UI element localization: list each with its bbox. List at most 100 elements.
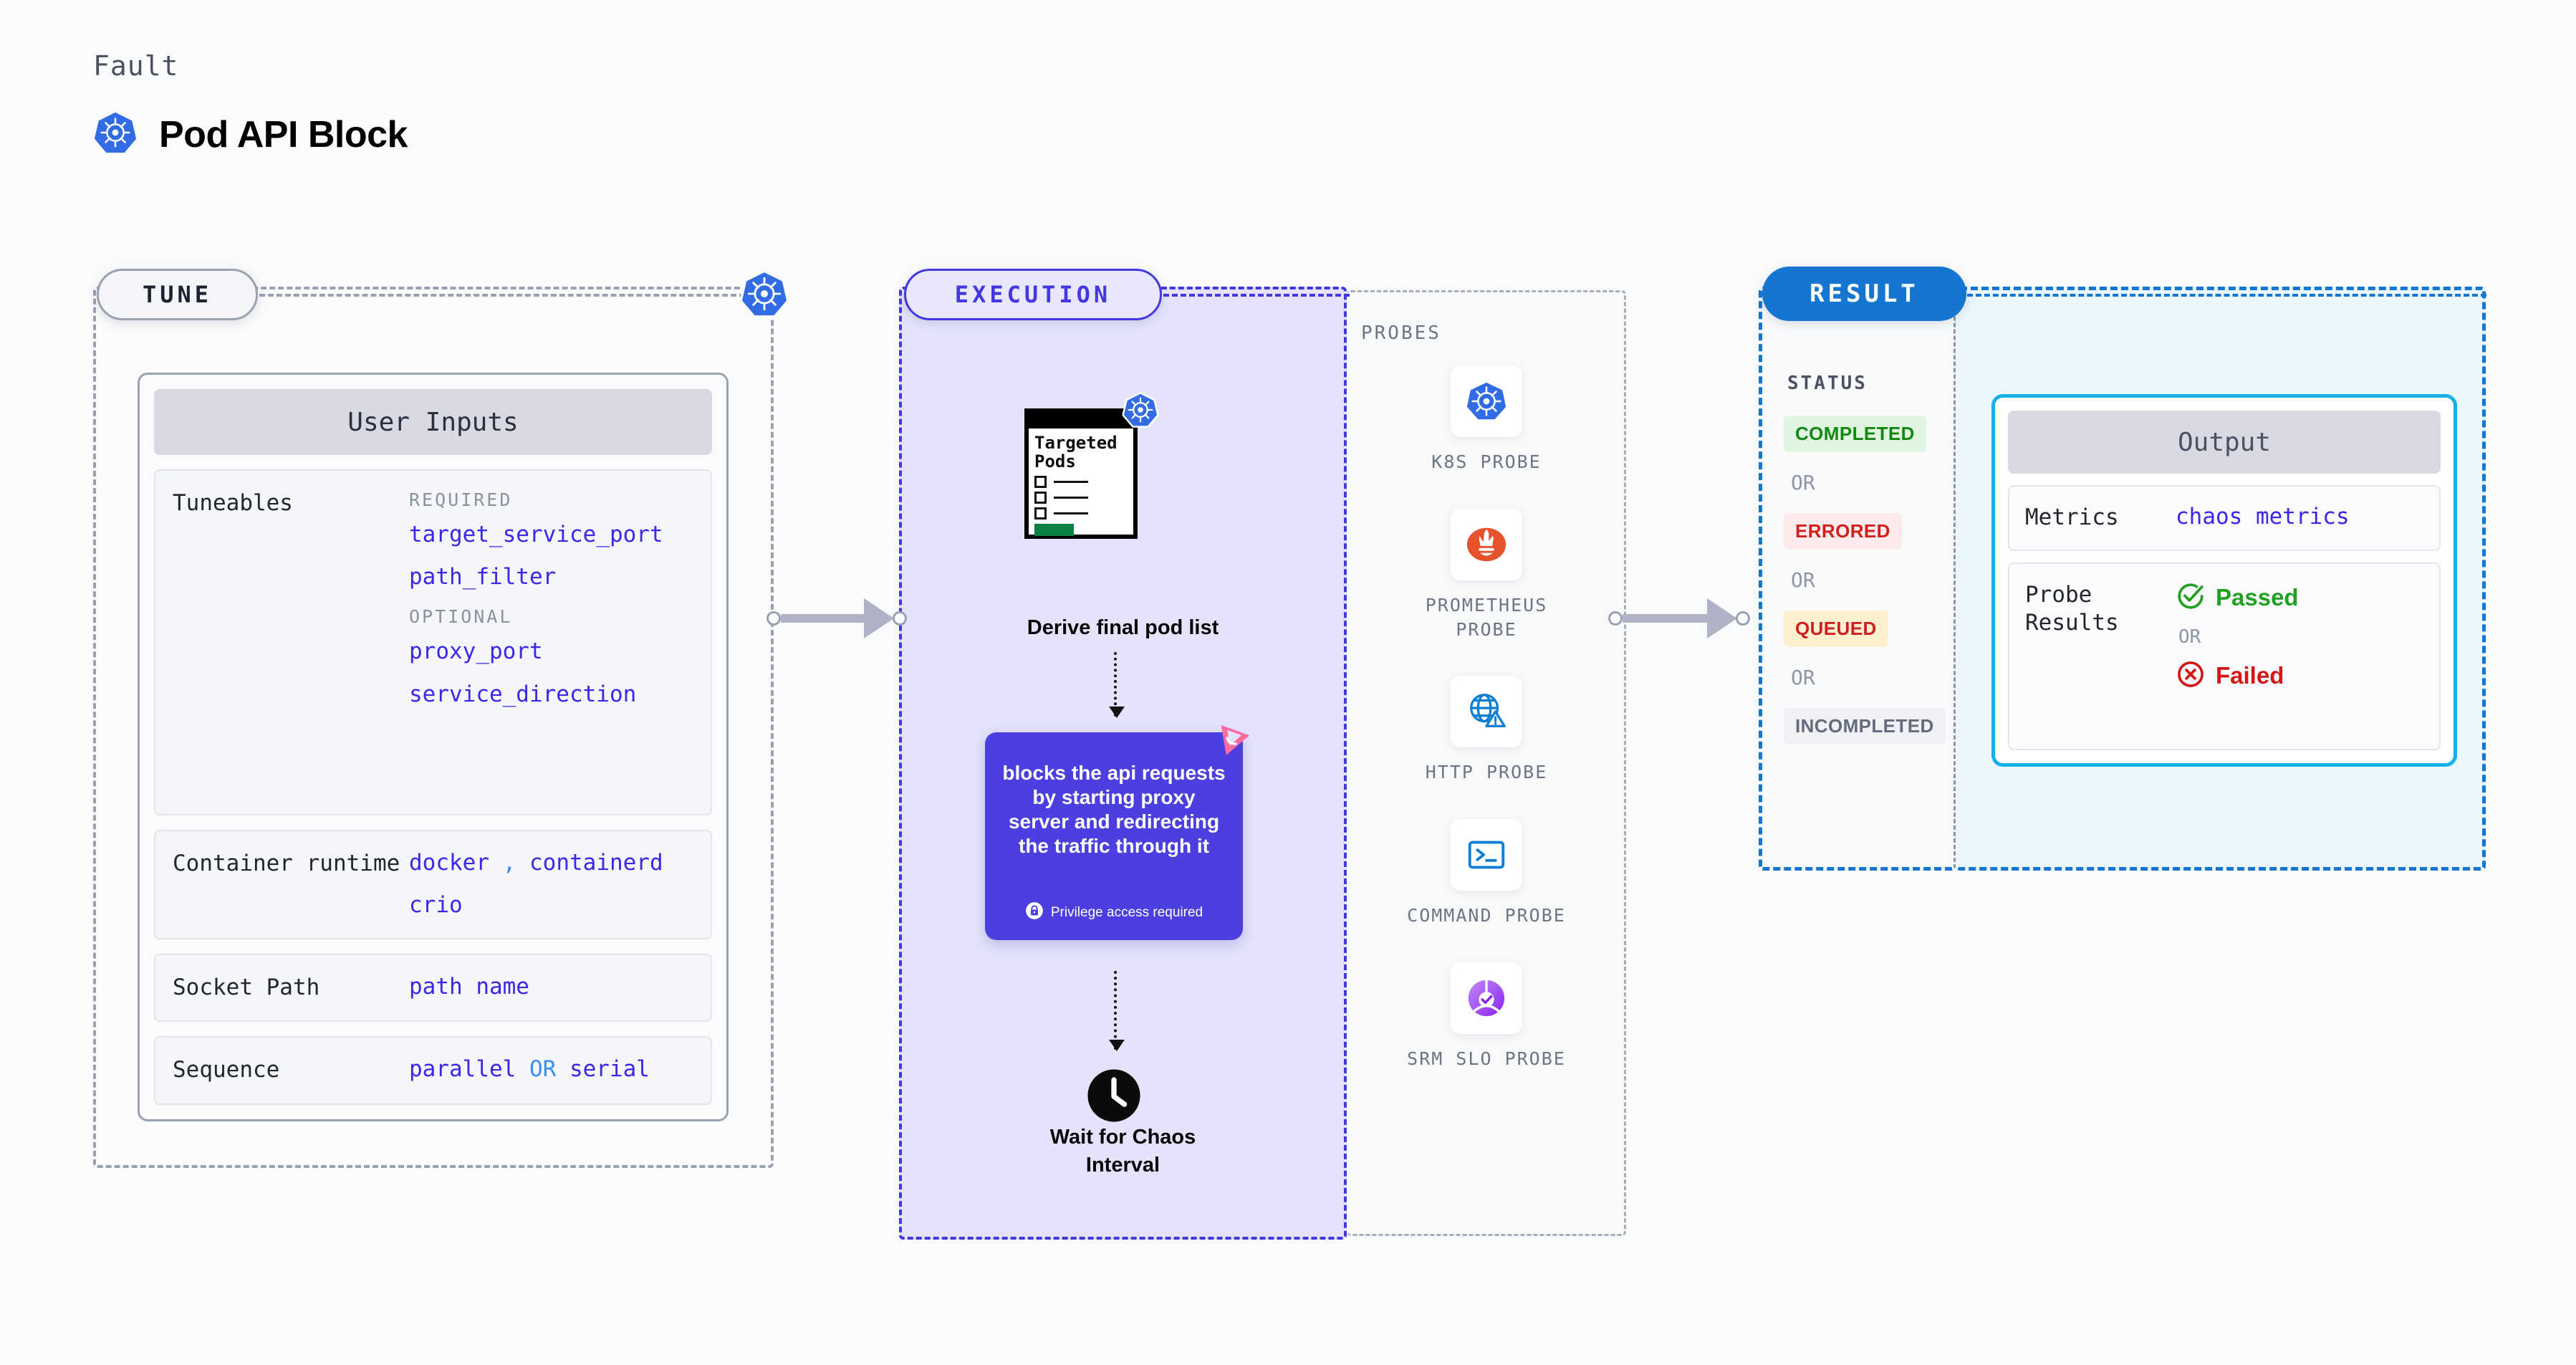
probes-list: K8S PROBE PROMETHEUS PROBE (1347, 365, 1626, 1071)
sequence-parallel[interactable]: parallel (409, 1056, 516, 1083)
tuneables-label: Tuneables (173, 490, 293, 516)
targeted-pods-title: Targeted Pods (1034, 433, 1118, 471)
verdict-passed-label: Passed (2216, 584, 2299, 611)
probe-item-prometheus[interactable]: PROMETHEUS PROBE (1397, 508, 1576, 642)
flow-arrow-down (1109, 652, 1125, 718)
clock-icon (1086, 1068, 1142, 1127)
prometheus-icon (1451, 508, 1522, 580)
probe-results-values: Passed OR Failed (2176, 581, 2299, 732)
user-inputs-card: User Inputs Tuneables REQUIRED target_se… (138, 373, 729, 1121)
container-runtime-values: docker , containerd crio (409, 850, 693, 919)
stage-pill-execution[interactable]: EXECUTION (904, 269, 1162, 320)
status-or: OR (1791, 666, 1815, 689)
globe-warning-icon (1451, 676, 1522, 748)
checkbox-icon (1034, 507, 1047, 519)
probes-title: PROBES (1361, 322, 1441, 344)
x-circle-icon (2176, 659, 2206, 693)
connector-shaft (781, 614, 865, 623)
connector-tune-to-execution (766, 598, 907, 638)
kubernetes-icon (1122, 391, 1159, 432)
page-title: Pod API Block (159, 113, 408, 155)
probe-item-k8s[interactable]: K8S PROBE (1397, 365, 1576, 474)
tuneable-value[interactable]: service_direction (409, 681, 637, 707)
status-list: COMPLETED OR ERRORED OR QUEUED OR INCOMP… (1784, 416, 1956, 744)
checkbox-icon (1034, 475, 1047, 488)
kubernetes-icon (1451, 365, 1522, 437)
wait-node-caption: Wait for Chaos Interval (1049, 1126, 1196, 1177)
targeted-pods-caption: Derive final pod list (1027, 616, 1219, 639)
metrics-value[interactable]: chaos metrics (2176, 504, 2350, 530)
connector-arrowhead (864, 598, 894, 638)
sequence-values: parallel OR serial (409, 1056, 693, 1085)
metrics-row: Metrics chaos metrics (2008, 485, 2441, 551)
probe-item-srm-slo[interactable]: SRM SLO PROBE (1397, 962, 1576, 1071)
status-badge-queued: QUEUED (1784, 610, 1888, 647)
probes-panel (1347, 290, 1626, 1236)
connector-arrowhead (1707, 598, 1737, 638)
verdict-failed-label: Failed (2216, 662, 2284, 689)
runtime-docker[interactable]: docker (409, 850, 489, 876)
user-inputs-title: User Inputs (154, 389, 712, 455)
verdict-passed: Passed (2176, 581, 2299, 615)
terminal-icon (1451, 819, 1522, 891)
privilege-badge: Privilege access required (985, 901, 1243, 924)
lock-icon (1025, 901, 1044, 924)
socket-path-value[interactable]: path name (409, 973, 529, 1000)
connector-dot (1608, 611, 1623, 626)
sequence-serial[interactable]: serial (569, 1056, 650, 1083)
action-description: blocks the api requests by starting prox… (1002, 762, 1226, 858)
socket-path-row: Socket Path path name (154, 953, 712, 1022)
optional-section-title: OPTIONAL (409, 606, 513, 628)
status-or: OR (1791, 568, 1815, 592)
sequence-value[interactable]: parallel OR serial (409, 1056, 693, 1083)
page-header: Fault Pod API Block (93, 50, 408, 158)
probe-label: HTTP PROBE (1425, 762, 1548, 783)
connector-execution-to-result (1608, 598, 1750, 638)
output-title: Output (2008, 411, 2441, 474)
flow-arrow-down (1109, 971, 1125, 1051)
targeted-pods-node: Targeted Pods (1024, 392, 1159, 539)
sequence-separator: OR (529, 1056, 557, 1083)
srm-slo-icon (1451, 962, 1522, 1034)
checkbox-icon (1034, 491, 1047, 504)
tuneable-value[interactable]: path_filter (409, 564, 557, 590)
socket-path-values: path name (409, 974, 693, 1002)
status-title: STATUS (1787, 373, 1868, 394)
tuneables-values: REQUIRED target_service_port path_filter… (409, 489, 693, 795)
verdict-or: OR (2178, 626, 2201, 648)
socket-path-label: Socket Path (173, 974, 320, 1000)
result-connector-line (1967, 294, 2486, 297)
action-card: blocks the api requests by starting prox… (985, 725, 1250, 940)
kubernetes-icon (739, 269, 789, 322)
list-rule (1054, 512, 1088, 514)
probe-label: SRM SLO PROBE (1407, 1048, 1566, 1069)
status-badge-errored: ERRORED (1784, 513, 1902, 550)
result-panel (1759, 287, 1956, 871)
probe-item-command[interactable]: COMMAND PROBE (1397, 819, 1576, 928)
runtime-line-1[interactable]: docker , containerd (409, 850, 693, 876)
required-section-title: REQUIRED (409, 489, 513, 510)
tuneable-value[interactable]: proxy_port (409, 638, 543, 665)
probe-item-http[interactable]: HTTP PROBE (1397, 676, 1576, 785)
privilege-text: Privilege access required (1050, 905, 1203, 920)
tuneables-row: Tuneables REQUIRED target_service_port p… (154, 469, 712, 816)
litmuschaos-icon (1211, 721, 1251, 765)
progress-bar (1034, 523, 1074, 536)
connector-dot (766, 611, 781, 626)
list-rule (1054, 496, 1088, 499)
tuneable-value[interactable]: target_service_port (409, 522, 663, 547)
stage-pill-result[interactable]: RESULT (1762, 267, 1966, 321)
stage-pill-tune[interactable]: TUNE (97, 269, 258, 320)
kubernetes-icon (93, 110, 138, 158)
sequence-row: Sequence parallel OR serial (154, 1036, 712, 1105)
status-badge-incompleted: INCOMPLETED (1784, 708, 1946, 744)
tune-panel (93, 287, 774, 1168)
connector-shaft (1623, 614, 1708, 623)
runtime-containerd[interactable]: containerd (529, 850, 663, 876)
runtime-crio[interactable]: crio (409, 892, 463, 919)
connector-dot (893, 611, 907, 626)
document-icon: Targeted Pods (1024, 408, 1138, 539)
